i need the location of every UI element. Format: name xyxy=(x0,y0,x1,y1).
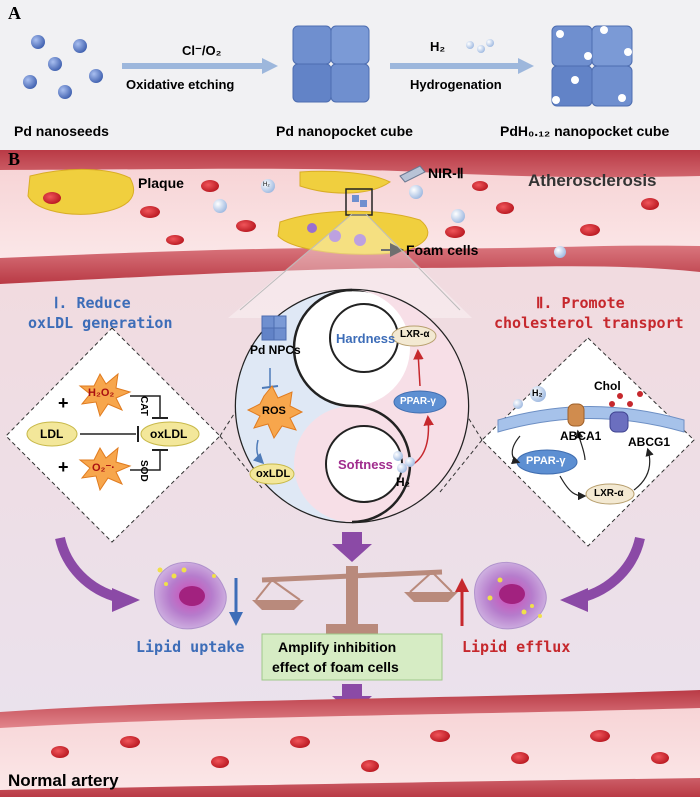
atherosclerosis-label: Atherosclerosis xyxy=(528,171,657,190)
h2o2-label: H₂O₂ xyxy=(88,387,115,399)
chol-label: Chol xyxy=(594,379,621,393)
lipid-uptake-label: Lipid uptake xyxy=(136,638,245,656)
cat-label: CAT xyxy=(138,396,149,416)
sod-label: SOD xyxy=(138,460,149,482)
right-heading-line2: cholesterol transport xyxy=(494,314,684,332)
pd-nanoseeds xyxy=(23,35,103,99)
o2-radical-label: O₂⁻· xyxy=(92,462,115,474)
diseased-artery xyxy=(0,150,700,284)
step1-reagent-label: Cl⁻/O₂ xyxy=(182,43,222,58)
left-heading-line2: oxLDL generation xyxy=(28,314,173,332)
pd-nanoseeds-label: Pd nanoseeds xyxy=(14,123,109,139)
up-arrow-head xyxy=(455,578,469,592)
balance-scale xyxy=(252,566,458,634)
down-arrow-head xyxy=(229,612,243,626)
step2-process-label: Hydrogenation xyxy=(410,77,502,92)
plus-1: + xyxy=(58,393,69,413)
abca1-label: ABCA1 xyxy=(560,429,602,443)
pdh-nanopocket-cube xyxy=(551,25,633,107)
lipid-efflux-label: Lipid efflux xyxy=(462,638,571,656)
center-oxldl-label: oxLDL xyxy=(256,468,291,480)
abcg1-label: ABCG1 xyxy=(628,435,671,449)
plus-2: + xyxy=(58,457,69,477)
panel-a-letter: A xyxy=(8,3,21,23)
pd-nanopocket-cube xyxy=(292,25,370,103)
amplify-box xyxy=(261,633,443,681)
center-ppar-label: PPAR-γ xyxy=(400,396,436,407)
pd-cube-label: Pd nanopocket cube xyxy=(276,123,413,139)
foam-cells-label: Foam cells xyxy=(406,242,479,258)
amplify-line1: Amplify inhibition xyxy=(278,639,397,655)
zoom-cone xyxy=(228,213,472,318)
normal-artery-label: Normal artery xyxy=(8,771,119,790)
oxldl-label: oxLDL xyxy=(150,427,188,441)
right-h2-label: H₂ xyxy=(532,388,543,398)
center-h2-label: H₂ xyxy=(396,475,410,489)
center-yin-yang xyxy=(234,288,470,524)
amplify-line2: effect of foam cells xyxy=(272,659,399,675)
ldl-label: LDL xyxy=(40,427,64,441)
left-heading-line1: Ⅰ. Reduce xyxy=(54,294,131,312)
right-diamond-box xyxy=(439,337,695,547)
arrow-hydrogenation xyxy=(390,39,534,74)
step2-reagent-label: H₂ xyxy=(430,39,446,54)
foam-cell-left xyxy=(154,561,227,630)
right-heading-line1: Ⅱ. Promote xyxy=(536,294,625,312)
plaque-label: Plaque xyxy=(138,175,184,191)
normal-artery xyxy=(0,690,700,797)
left-diamond-box xyxy=(5,327,263,543)
pdh-cube-label: PdH₀.₁₂ nanopocket cube xyxy=(500,123,670,139)
center-lxr-label: LXR-α xyxy=(400,329,430,340)
panel-b-letter: B xyxy=(8,149,21,169)
h2-bubble-label: H₂ xyxy=(263,182,270,188)
arrow-oxidative-etching xyxy=(122,58,278,74)
softness-label: Softness xyxy=(338,457,393,472)
step1-process-label: Oxidative etching xyxy=(126,77,235,92)
ros-label: ROS xyxy=(262,405,286,417)
foam-cell-right xyxy=(474,561,547,630)
nir-label: NIR-Ⅱ xyxy=(428,165,464,181)
pd-npcs-label: Pd NPCs xyxy=(250,343,301,357)
right-lxr-label: LXR-α xyxy=(594,488,624,499)
right-ppar-label: PPAR-γ xyxy=(526,455,566,467)
hardness-label: Hardness xyxy=(336,331,396,346)
